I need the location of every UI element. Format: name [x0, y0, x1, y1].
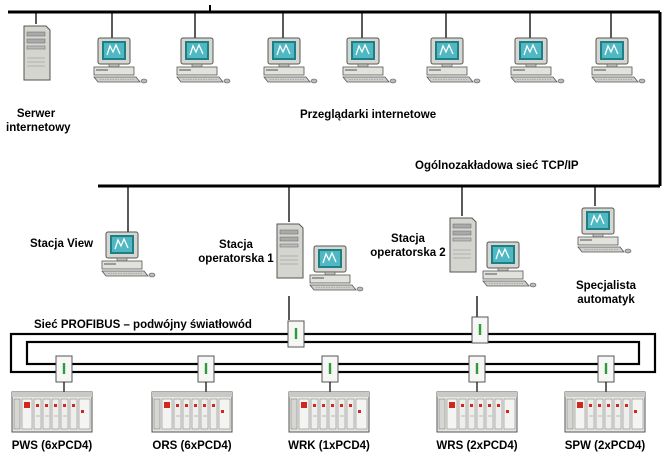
workstation-computer-icon [309, 245, 364, 292]
server-tower-icon [276, 223, 304, 279]
plc-rack-icon [564, 391, 646, 433]
workstation-computer-icon [577, 207, 632, 254]
plc-label-wrk: WRK (1xPCD4) [288, 440, 370, 452]
tcpip-network [8, 5, 662, 232]
workstation-computer-icon [176, 37, 231, 84]
plc-rack-icon [288, 391, 370, 433]
operator-station-1 [276, 223, 364, 292]
server-tower-icon [449, 217, 477, 273]
plc-label-ors: ORS (6xPCD4) [152, 440, 232, 452]
fiber-coupler-icon [597, 355, 615, 383]
plc-label-pws: PWS (6xPCD4) [11, 440, 93, 452]
plc-label-spw: SPW (2xPCD4) [564, 440, 646, 452]
server-tower-icon [23, 25, 51, 81]
automation-specialist-label: Specjalista automatyk [575, 280, 637, 306]
automation-specialist [577, 207, 632, 254]
workstation-computer-icon [482, 241, 537, 288]
plc-label-wrs: WRS (2xPCD4) [436, 440, 518, 452]
plc-links [63, 382, 607, 392]
fiber-coupler-icon [197, 355, 215, 383]
workstation-computer-icon [101, 231, 156, 278]
tcpip-label: Ogólnozakładowa sieć TCP/IP [415, 160, 579, 172]
workstation-computer-icon [426, 37, 481, 84]
workstation-computer-icon [93, 37, 148, 84]
workstation-computer-icon [263, 37, 318, 84]
browsers-label: Przeglądarki internetowe [300, 109, 437, 121]
server-label: Serwer internetowy [6, 108, 71, 134]
view-station [101, 231, 156, 278]
web-server [23, 25, 51, 81]
plc-rack-icon [436, 391, 518, 433]
fiber-coupler-icon [55, 355, 73, 383]
workstation-computer-icon [591, 37, 646, 84]
fiber-coupler-icon [287, 320, 305, 348]
workstation-computer-icon [510, 37, 565, 84]
fiber-coupler-icon [471, 316, 489, 344]
operator-station-1-label: Stacja operatorska 1 [198, 239, 274, 265]
profibus-label: Sieć PROFIBUS – podwójny światłowód [32, 318, 254, 332]
fiber-coupler-icon [321, 355, 339, 383]
operator-station-2 [449, 217, 537, 288]
plc-rack-icon [151, 391, 233, 433]
fiber-coupler-icon [468, 355, 486, 383]
plc-racks [11, 391, 646, 433]
workstation-computer-icon [342, 37, 397, 84]
web-browsers [93, 37, 646, 84]
plc-rack-icon [11, 391, 93, 433]
operator-station-2-label: Stacja operatorska 2 [370, 233, 446, 259]
view-station-label: Stacja View [30, 238, 94, 250]
